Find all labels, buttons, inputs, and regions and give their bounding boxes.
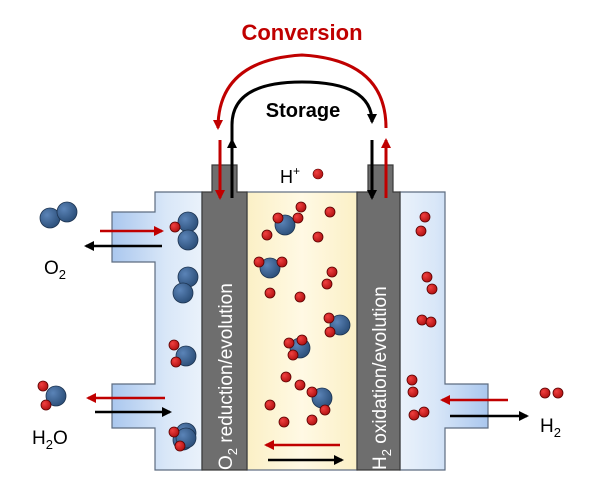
- oxygen-atom: [177, 211, 199, 233]
- right-electrode-label: H2 oxidation/evolution: [370, 286, 394, 470]
- hydrogen-atom: [408, 409, 420, 421]
- hydrogen-atom: [37, 380, 49, 392]
- hydrogen-atom: [292, 212, 304, 224]
- hydrogen-atom: [419, 211, 431, 223]
- hydrogen-atom: [323, 312, 335, 324]
- hydrogen-atom: [170, 356, 182, 368]
- molecules: [37, 201, 564, 452]
- h2o-label: H2O: [32, 428, 68, 452]
- oxygen-atom: [259, 257, 281, 279]
- svg-text:H2 oxidation/evolution: H2 oxidation/evolution: [370, 286, 394, 470]
- hydrogen-atom: [415, 225, 427, 237]
- left-electrode-sub: 2: [225, 448, 240, 455]
- hydrogen-atom: [174, 440, 186, 452]
- conversion-arrow: [213, 53, 388, 130]
- oxygen-atom: [177, 229, 199, 251]
- hydrogen-atom: [253, 256, 265, 268]
- hydrogen-atom: [280, 371, 292, 383]
- hydrogen-atom: [294, 291, 306, 303]
- hydrogen-atom: [312, 231, 324, 243]
- storage-arrow: [230, 80, 377, 150]
- hydrogen-atom: [264, 399, 276, 411]
- proton-atom: [312, 168, 324, 180]
- right-electrode: [356, 164, 401, 471]
- hydrogen-atom: [406, 374, 418, 386]
- hydrogen-atom: [418, 406, 430, 418]
- hydrogen-atom: [295, 201, 307, 213]
- left-electrode-text: reduction/evolution: [216, 283, 237, 443]
- hydrogen-atom: [40, 399, 52, 411]
- left-electrode-label: O2 reduction/evolution: [216, 283, 240, 470]
- svg-text:O2 reduction/evolution: O2 reduction/evolution: [216, 283, 240, 470]
- hydrogen-atom: [278, 416, 290, 428]
- hydrogen-atom: [324, 326, 336, 338]
- hydrogen-atom: [326, 266, 338, 278]
- left-electrode: [201, 164, 248, 471]
- hydrogen-atom: [306, 386, 318, 398]
- hydrogen-atom: [169, 221, 181, 233]
- hydrogen-atom: [321, 278, 333, 290]
- hydrogen-atom: [287, 349, 299, 361]
- oxygen-atom: [172, 282, 194, 304]
- left-electrode-prefix: O: [216, 455, 237, 470]
- oxygen-atom: [45, 385, 67, 407]
- hydrogen-atom: [261, 229, 273, 241]
- hydrogen-atom: [306, 414, 318, 426]
- hydrogen-gas-chamber: [399, 191, 489, 471]
- hydrogen-atom: [168, 426, 180, 438]
- hydrogen-atom: [324, 206, 336, 218]
- hydrogen-atom: [539, 387, 551, 399]
- hydrogen-atom: [264, 287, 276, 299]
- hydrogen-atom: [416, 314, 428, 326]
- hydrogen-atom: [294, 379, 306, 391]
- o2-label: O2: [44, 258, 66, 282]
- hydrogen-atom: [296, 334, 308, 346]
- proton-label: H+: [280, 164, 300, 187]
- right-electrode-text: oxidation/evolution: [370, 286, 391, 443]
- conversion-title: Conversion: [241, 20, 362, 45]
- hydrogen-atom: [425, 316, 437, 328]
- hydrogen-atom: [421, 271, 433, 283]
- hydrogen-atom: [426, 283, 438, 295]
- hydrogen-atom: [283, 337, 295, 349]
- storage-label: Storage: [266, 100, 340, 122]
- hydrogen-atom: [552, 387, 564, 399]
- hydrogen-atom: [319, 404, 331, 416]
- hydrogen-atom: [276, 256, 288, 268]
- right-electrode-prefix: H: [370, 456, 391, 470]
- hydrogen-atom: [168, 339, 180, 351]
- hydrogen-atom: [272, 212, 284, 224]
- oxygen-atom: [56, 201, 78, 223]
- h2-label: H2: [540, 416, 561, 440]
- hydrogen-atom: [407, 386, 419, 398]
- right-electrode-sub: 2: [379, 449, 394, 456]
